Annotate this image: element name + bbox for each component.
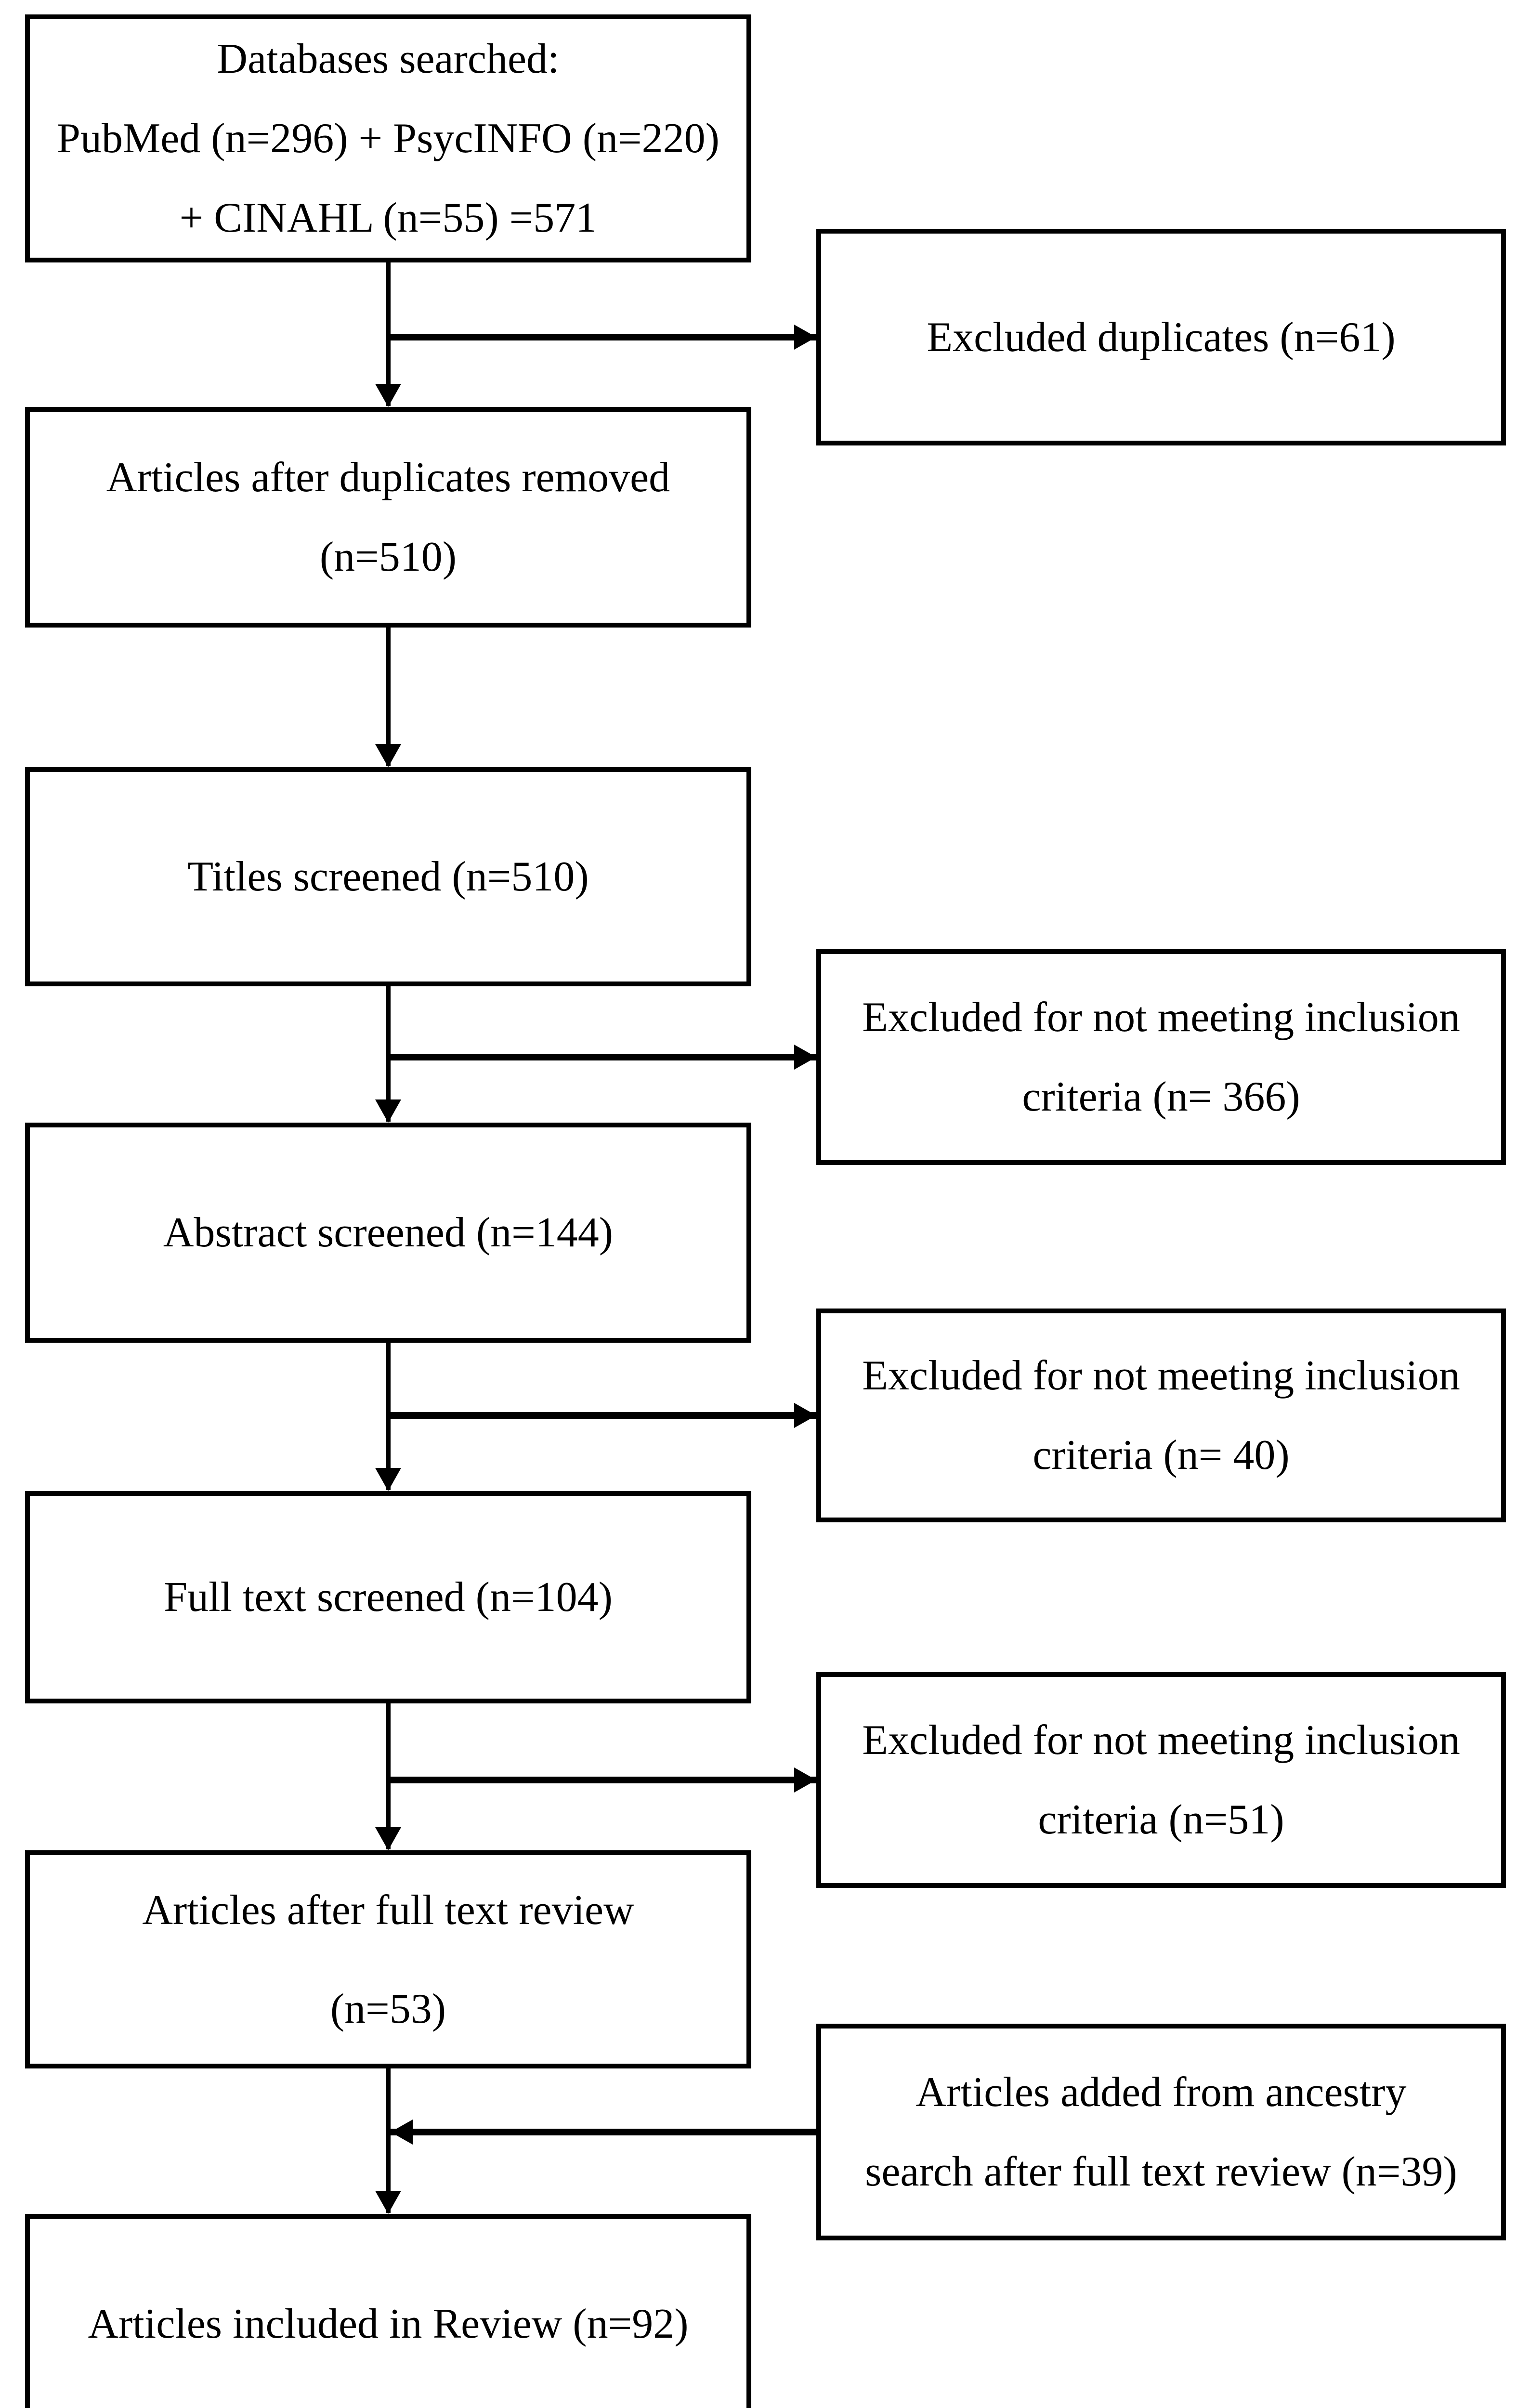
box-after-duplicates-removed: Articles after duplicates removed (n=510…	[25, 407, 751, 628]
box-excluded-full-text: Excluded for not meeting inclusion crite…	[816, 1672, 1506, 1888]
branch-to-excluded-full-text	[388, 1777, 816, 1783]
box-ancestry-search: Articles added from ancestry search afte…	[816, 2024, 1506, 2240]
box-text-line: Excluded for not meeting inclusion	[862, 1717, 1460, 1764]
right-arrow-icon	[794, 1403, 816, 1428]
box-titles-screened: Titles screened (n=510)	[25, 767, 751, 986]
branch-to-excluded-abstract	[388, 1412, 816, 1419]
box-text-line: Articles after duplicates removed	[106, 454, 670, 501]
box-text-line: Articles after full text review	[142, 1886, 634, 1934]
left-arrow-icon	[391, 2120, 413, 2145]
box-after-full-text-review: Articles after full text review (n=53)	[25, 1850, 751, 2068]
branch-to-excluded-duplicates	[388, 334, 816, 340]
connector-review-to-included	[386, 2068, 391, 2213]
merge-from-ancestry	[391, 2129, 816, 2135]
right-arrow-icon	[794, 325, 816, 350]
box-text-line: Articles added from ancestry	[915, 2069, 1407, 2116]
connector-fulltext-to-review	[386, 1703, 391, 1849]
branch-to-excluded-titles	[388, 1054, 816, 1060]
right-arrow-icon	[794, 1045, 816, 1070]
box-excluded-titles: Excluded for not meeting inclusion crite…	[816, 949, 1506, 1165]
box-text-line: Excluded duplicates (n=61)	[927, 314, 1396, 361]
box-text-line: Databases searched:	[217, 36, 560, 82]
down-arrow-icon	[375, 744, 401, 767]
box-text-line: Titles screened (n=510)	[187, 853, 589, 900]
box-text-line: criteria (n=51)	[1038, 1796, 1284, 1843]
box-included-in-review: Articles included in Review (n=92)	[25, 2214, 751, 2408]
down-arrow-icon	[375, 384, 401, 407]
box-databases-searched: Databases searched: PubMed (n=296) + Psy…	[25, 14, 751, 262]
down-arrow-icon	[375, 2191, 401, 2214]
box-text-line: Full text screened (n=104)	[164, 1574, 613, 1621]
box-text-line: PubMed (n=296) + PsycINFO (n=220)	[57, 115, 719, 162]
box-abstract-screened: Abstract screened (n=144)	[25, 1123, 751, 1343]
box-text-line: criteria (n= 366)	[1022, 1073, 1300, 1120]
box-full-text-screened: Full text screened (n=104)	[25, 1491, 751, 1703]
box-text-line: criteria (n= 40)	[1033, 1432, 1290, 1479]
box-text-line: search after full text review (n=39)	[865, 2148, 1457, 2195]
box-text-line: Excluded for not meeting inclusion	[862, 1352, 1460, 1399]
box-excluded-duplicates: Excluded duplicates (n=61)	[816, 229, 1506, 445]
down-arrow-icon	[375, 1827, 401, 1850]
box-text-line: (n=510)	[319, 534, 457, 580]
box-text-line: + CINAHL (n=55) =571	[179, 195, 597, 241]
box-text-line: Articles included in Review (n=92)	[88, 2300, 689, 2347]
box-text-line: Excluded for not meeting inclusion	[862, 994, 1460, 1041]
box-text-line: (n=53)	[330, 1985, 446, 2032]
box-text-line: Abstract screened (n=144)	[163, 1209, 614, 1256]
down-arrow-icon	[375, 1468, 401, 1491]
box-excluded-abstract: Excluded for not meeting inclusion crite…	[816, 1309, 1506, 1522]
right-arrow-icon	[794, 1767, 816, 1793]
connector-dedup-to-titles	[386, 628, 391, 766]
down-arrow-icon	[375, 1099, 401, 1123]
